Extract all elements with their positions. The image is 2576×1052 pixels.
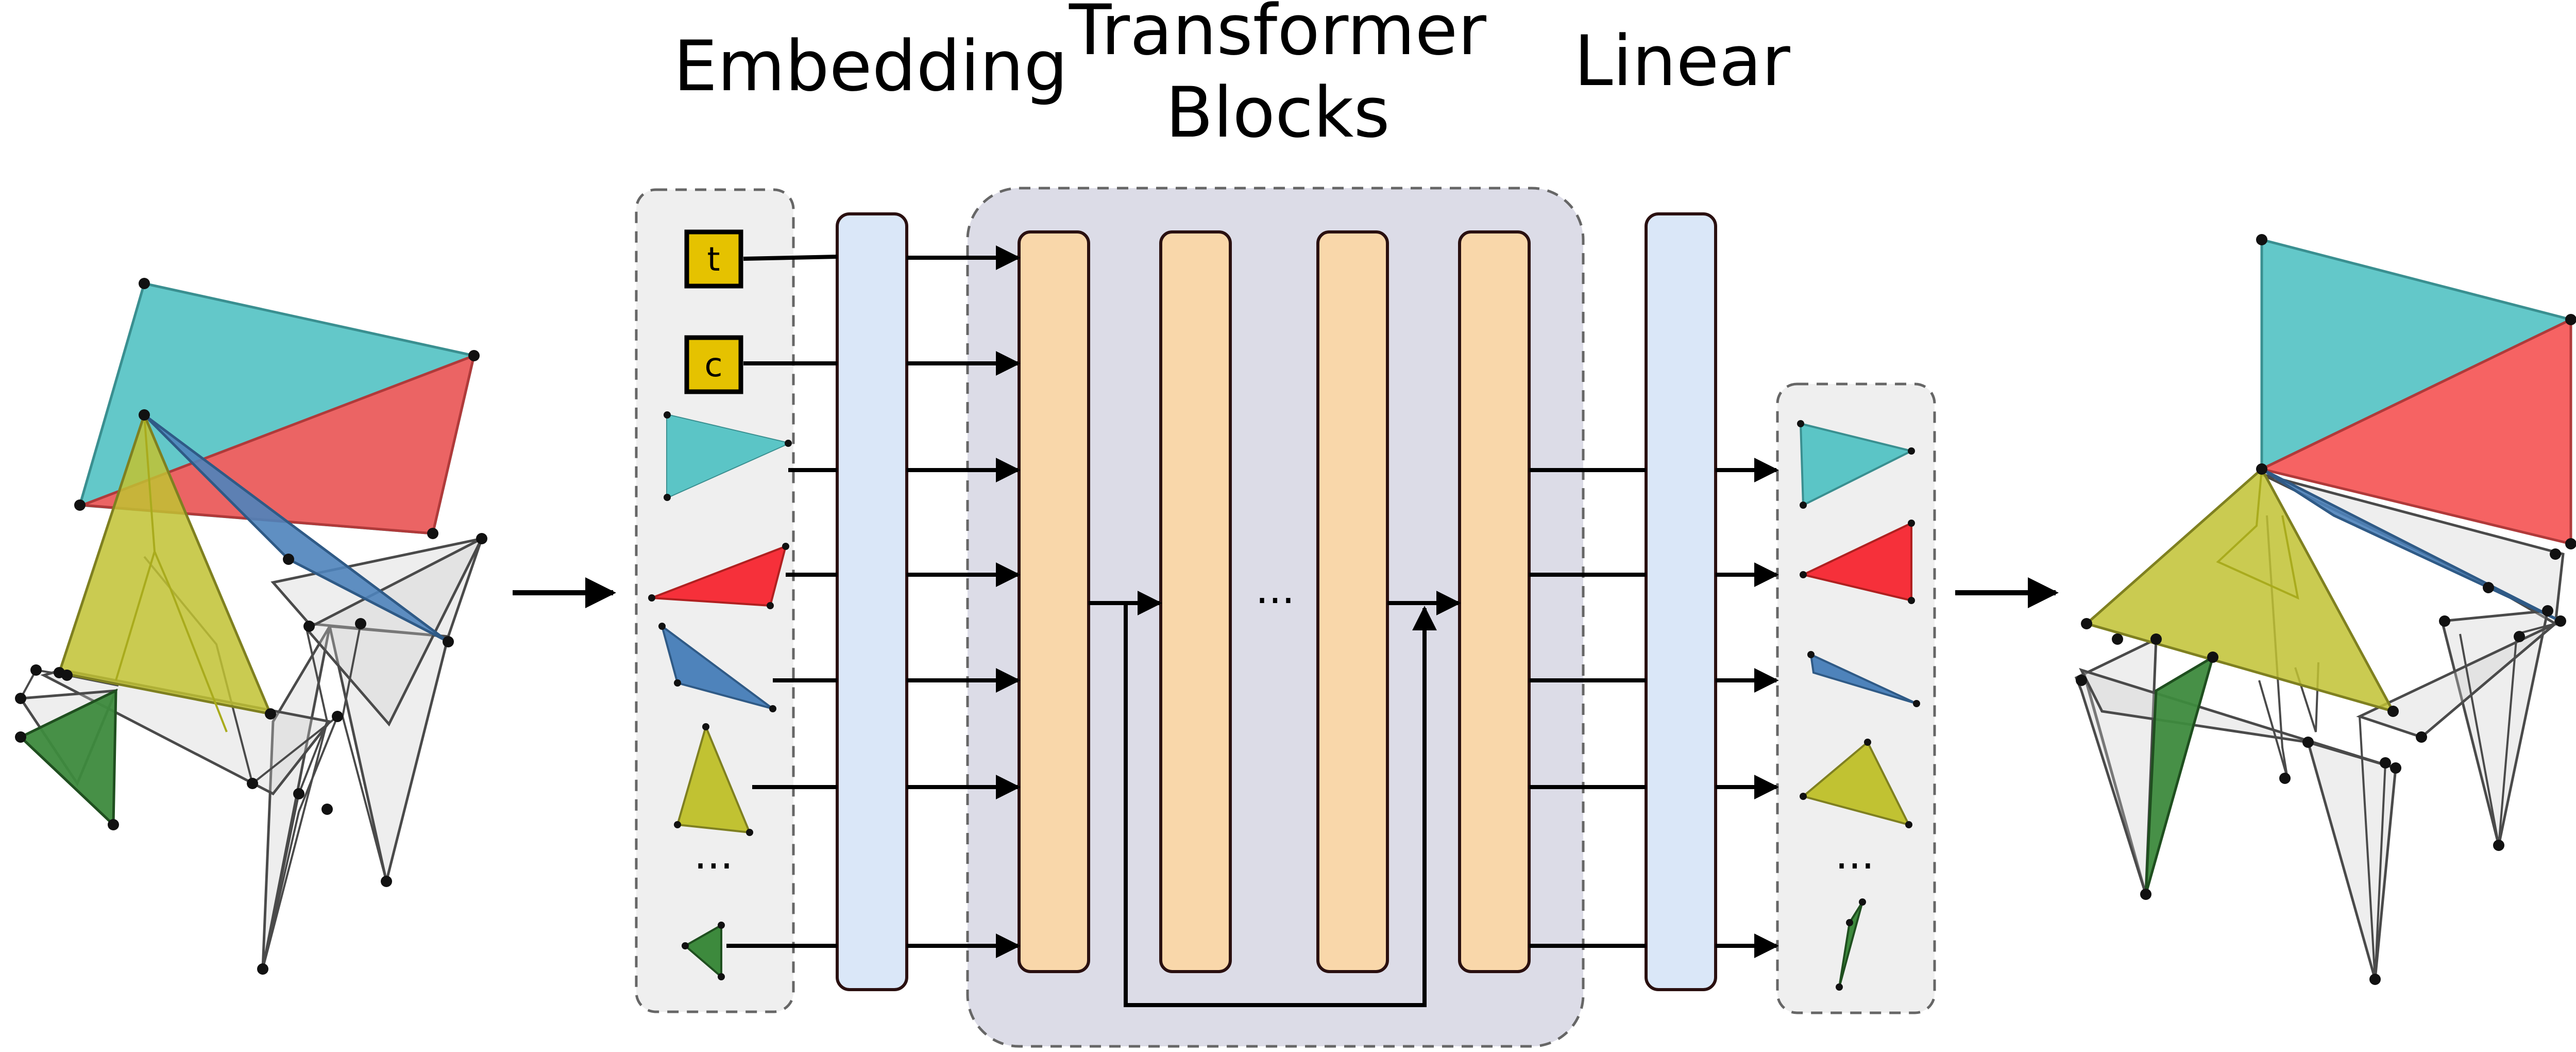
output-token-red <box>1800 521 1912 602</box>
output-linear-bar <box>1645 212 1717 991</box>
input-token-ellipsis: ... <box>694 830 733 878</box>
output-token-blue <box>1809 653 1917 705</box>
input-olive-triangle <box>57 411 273 716</box>
embedding-linear-bar <box>836 212 908 991</box>
input-token-teal <box>666 413 792 499</box>
transformer-title-line2: Blocks <box>1165 72 1389 153</box>
output-token-green <box>1838 901 1863 988</box>
transformer-title-line1: Transformer <box>1069 0 1487 71</box>
transformer-ellipsis: ... <box>1256 565 1295 613</box>
condition-token-label: c <box>704 346 722 385</box>
input-blue-triangle <box>143 413 449 643</box>
transformer-blocks-panel <box>966 187 1585 1048</box>
output-olive-triangle <box>2083 467 2396 714</box>
flow-arrows <box>726 245 1779 1007</box>
linear-title: Linear <box>1574 21 1790 102</box>
condition-token: c <box>684 335 743 394</box>
input-token-green <box>683 923 722 979</box>
output-red-triangle <box>2258 318 2572 546</box>
input-green-triangle <box>18 688 117 828</box>
transformer-block-1 <box>1018 230 1090 973</box>
time-token: t <box>684 229 743 289</box>
output-token-teal <box>1799 422 1914 507</box>
input-token-blue <box>660 623 774 710</box>
output-green-triangle <box>2144 654 2215 895</box>
transformer-block-4 <box>1458 230 1531 973</box>
output-token-olive <box>1801 740 1911 827</box>
time-token-label: t <box>707 241 720 279</box>
input-token-red <box>651 544 787 607</box>
input-token-olive <box>676 723 752 834</box>
output-token-ellipsis: ... <box>1835 830 1874 878</box>
embedding-title: Embedding <box>673 26 1068 107</box>
transformer-block-2 <box>1159 230 1232 973</box>
input-shape-illustration <box>15 278 487 975</box>
transformer-block-3 <box>1316 230 1389 973</box>
output-shape-illustration <box>2074 234 2576 985</box>
